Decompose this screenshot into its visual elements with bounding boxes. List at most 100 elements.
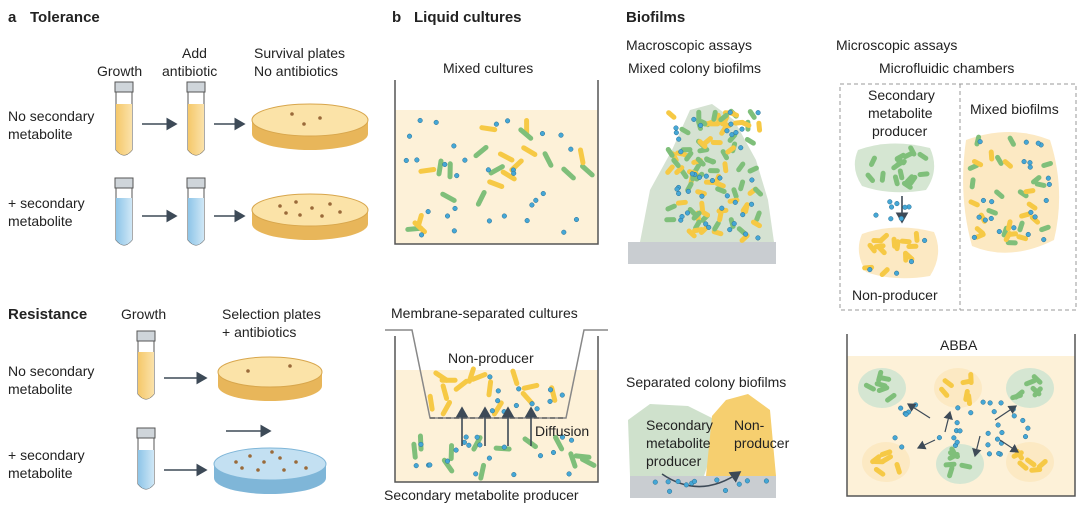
mixed-colony-biofilm [628,104,776,264]
panel-a: a Tolerance Growth Add antibiotic Surviv… [8,9,369,246]
bacterium-cell [448,443,455,462]
bacterium-cell [738,179,746,192]
metabolite-dot [444,458,451,464]
metabolite-dot [1035,140,1041,146]
metabolite-dot [731,221,737,227]
metabolite-dot [511,170,517,176]
bacterium-cell [899,238,912,245]
non-producer-label: Non-producer [448,350,534,366]
metabolite-dot [1011,225,1017,231]
bacterium-cell [942,378,954,388]
bacterium-cell [1029,215,1041,225]
bacterium-cell [897,168,905,181]
diffusion-arrow [906,403,931,419]
metabolite-dot [1027,160,1033,166]
bacterium-cell [717,210,724,223]
metabolite-dot [452,205,458,212]
bacterium-cell [904,174,915,185]
producer-label: Secondary metabolite producer [384,487,579,503]
bacterium-cell [692,227,704,234]
bacterium-cell [412,220,427,235]
metabolite-dot [913,402,919,408]
bacterium-cell [988,149,995,162]
diffusion-arrow [943,410,953,433]
metabolite-dot [425,209,431,215]
panel-b: b Liquid cultures Mixed cultures Membran… [384,9,608,503]
macro-label: Macroscopic assays [626,37,752,53]
metabolite-dot [501,213,507,219]
sep-non-2: producer [734,435,790,451]
survival-plate-1 [251,103,369,150]
metabolite-dot [540,191,546,197]
metabolite-dot [451,143,457,149]
bacterium-cell [731,187,739,199]
bacterium-cell [718,112,729,123]
metabolite-dot [691,478,698,484]
metabolite-dot [892,435,898,441]
metabolite-dot [667,488,673,494]
metabolite-dot [1027,164,1033,170]
metabolite-dot [714,477,720,483]
mf-mixed: Mixed biofilms [970,101,1059,117]
abba-colony [1006,368,1054,408]
metabolite-dot [451,228,457,234]
bacterium-cell [473,144,489,159]
metabolite-dot [665,479,671,485]
bacterium-cell [715,186,727,194]
metabolite-dot [418,441,424,447]
panel-resistance: Resistance Growth Selection plates + ant… [8,306,327,494]
tube-blue-2 [186,177,206,246]
sep-prod-3: producer [646,453,702,469]
diffusion-arrow [916,439,936,450]
bacterium-cell [720,149,730,161]
selection-plate-1 [217,356,323,401]
metabolite-dot [477,442,483,448]
metabolite-dot [406,133,413,139]
metabolite-dot [547,398,553,404]
metabolite-dot [1011,413,1017,419]
metabolite-dot [902,204,908,210]
bacterium-cell [573,453,592,460]
metabolite-dot [673,130,679,136]
panel-b-letter: b [392,9,401,26]
metabolite-dot [463,434,469,440]
bacterium-cell [491,400,504,417]
bacterium-cell [908,174,918,186]
bacterium-cell [441,457,455,474]
metabolite-dot [485,167,491,173]
bacterium-cell [666,110,677,120]
bacterium-cell [1025,457,1037,468]
bacterium-cell [440,191,457,203]
metabolite-dot [403,157,409,164]
metabolite-dot [957,428,963,434]
biofilms-title: Biofilms [626,9,685,26]
col-add-2: antibiotic [162,63,217,79]
bacterium-cell [753,186,764,197]
micro-label: Microscopic assays [836,37,957,53]
metabolite-dot [744,478,750,484]
bacterium-cell [696,109,702,122]
bacterium-cell [722,161,729,174]
tube-blue-1 [114,177,134,246]
survival-plate-2 [251,193,369,240]
res-row1-label-1: No secondary [8,363,94,379]
metabolite-dot [719,205,725,211]
panel-a-letter: a [8,9,17,26]
bacterium-cell [1041,160,1054,168]
microfluidic-content [854,132,1060,279]
metabolite-dot [999,430,1005,436]
metabolite-dot [1022,434,1029,440]
metabolite-dot [899,444,905,450]
metabolite-dot [566,471,572,477]
bacterium-cell [968,372,974,386]
metabolite-dot [444,213,451,219]
bacterium-cell [878,375,892,382]
metabolite-dot [985,442,991,448]
bacterium-cell [518,127,534,141]
metabolite-dot [462,157,468,163]
bacterium-cell [695,189,707,197]
bacterium-cell [707,168,720,174]
bacterium-cell [697,139,708,149]
metabolite-dot [955,405,961,411]
metabolite-dot [454,173,460,179]
